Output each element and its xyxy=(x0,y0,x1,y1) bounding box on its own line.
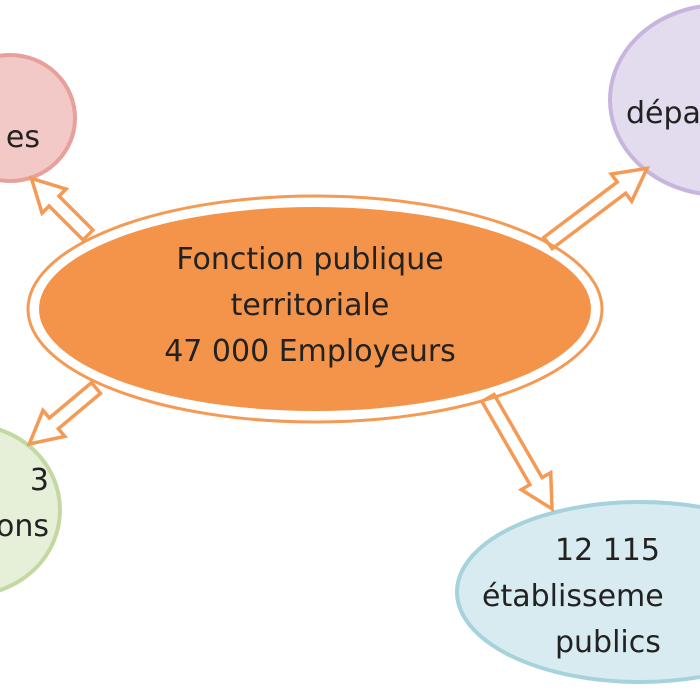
node-top-left-bubble xyxy=(0,53,77,183)
center-label-line-1: Fonction publique xyxy=(176,242,444,277)
center-label-line-2: territoriale xyxy=(230,288,390,323)
node-bottom-left-line-2: ons xyxy=(0,509,49,544)
node-bottom-right-line-2: établisseme xyxy=(482,579,664,614)
node-bottom-right-label: 12 115 établisseme publics xyxy=(470,528,700,666)
node-bottom-right-line-3: publics xyxy=(555,625,661,660)
center-label: Fonction publique territoriale 47 000 Em… xyxy=(30,237,590,375)
node-bottom-left-line-1: 3 xyxy=(29,463,49,498)
node-top-right-label: dépa xyxy=(626,91,700,137)
center-bubble xyxy=(35,203,595,415)
center-bubble-outline xyxy=(26,194,604,424)
node-top-left-line-1: es xyxy=(5,120,40,155)
arrow-to-bottom-right xyxy=(479,392,554,513)
arrow-to-top-right xyxy=(541,166,651,252)
center-label-line-3: 47 000 Employeurs xyxy=(164,334,456,369)
node-top-right-bubble xyxy=(608,4,700,196)
arrow-to-top-left xyxy=(28,175,96,243)
node-bottom-right-line-1: 12 115 xyxy=(555,533,660,568)
node-bottom-left-label: 3 ons xyxy=(0,458,49,550)
arrow-to-bottom-left xyxy=(26,380,103,447)
node-top-right-line-1: dépa xyxy=(626,96,700,131)
node-top-left-label: es xyxy=(0,115,40,161)
node-bottom-left-bubble xyxy=(0,427,62,593)
node-bottom-right-bubble xyxy=(455,500,700,684)
